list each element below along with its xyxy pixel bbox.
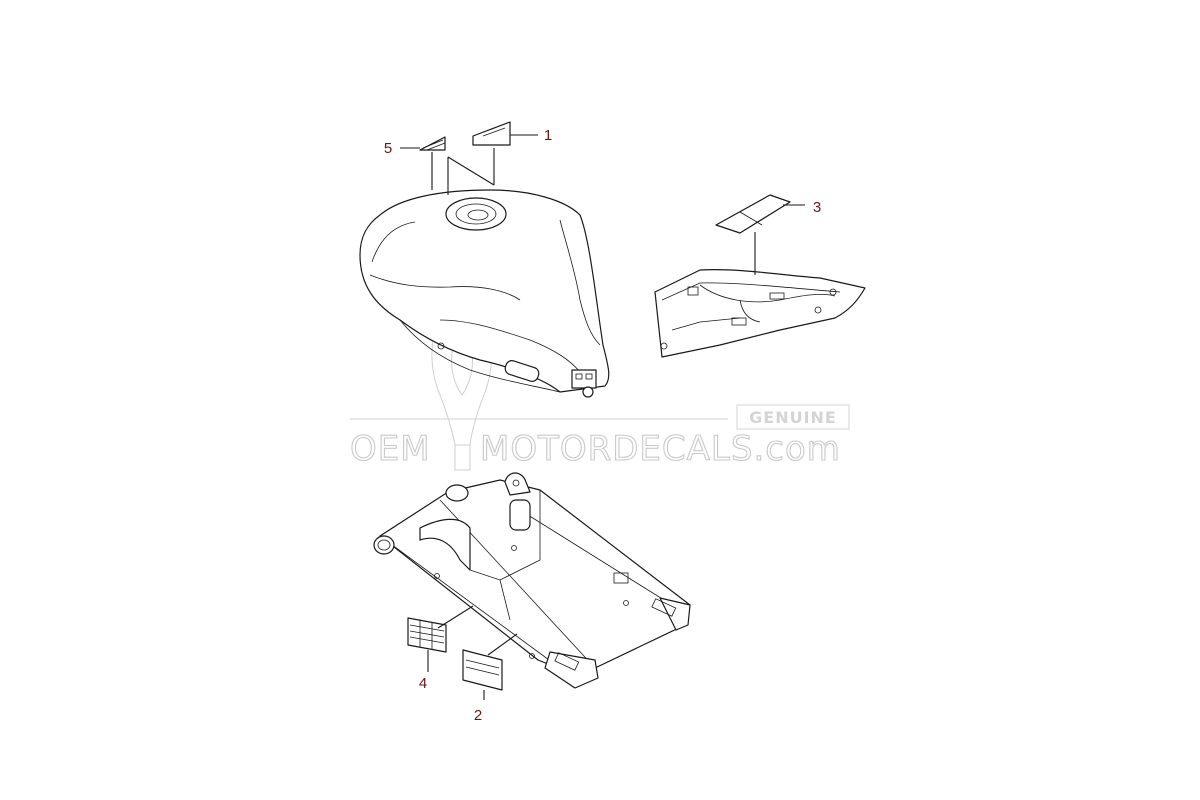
callout-4: 4 [419, 675, 427, 692]
callout-3: 3 [813, 199, 821, 216]
callout-2: 2 [474, 707, 482, 724]
callout-5: 5 [384, 140, 392, 157]
decal-4 [407, 605, 474, 672]
decal-1 [447, 121, 538, 195]
watermark-badge: GENUINE [749, 408, 837, 427]
fuel-tank [359, 189, 610, 398]
watermark: GENUINE OEM MOTORDECALS.com [349, 299, 850, 471]
decal-3 [715, 194, 805, 275]
callout-1: 1 [544, 127, 552, 144]
watermark-brand-left: OEM [350, 429, 431, 469]
decal-5 [400, 136, 446, 190]
seat-tail-cover [654, 269, 866, 358]
swingarm [373, 472, 691, 689]
decal-2 [462, 633, 518, 700]
watermark-brand-right: MOTORDECALS.com [480, 429, 841, 469]
